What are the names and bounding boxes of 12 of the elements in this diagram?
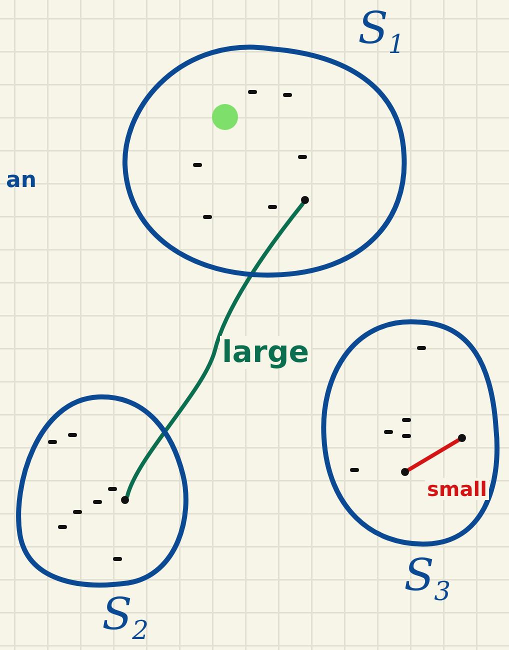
data-point <box>121 496 129 504</box>
set-name: S$_{1}$ <box>358 7 405 58</box>
edge-label: large <box>220 336 312 369</box>
connector-line <box>406 438 460 472</box>
data-point <box>301 196 309 204</box>
connector-line <box>125 202 305 498</box>
edge-label: small <box>425 478 489 500</box>
note-text: an <box>6 170 37 192</box>
set-name: S$_{2}$ <box>102 593 149 644</box>
set-name: S$_{3}$ <box>404 554 451 605</box>
data-point <box>458 434 466 442</box>
data-point <box>401 468 409 476</box>
